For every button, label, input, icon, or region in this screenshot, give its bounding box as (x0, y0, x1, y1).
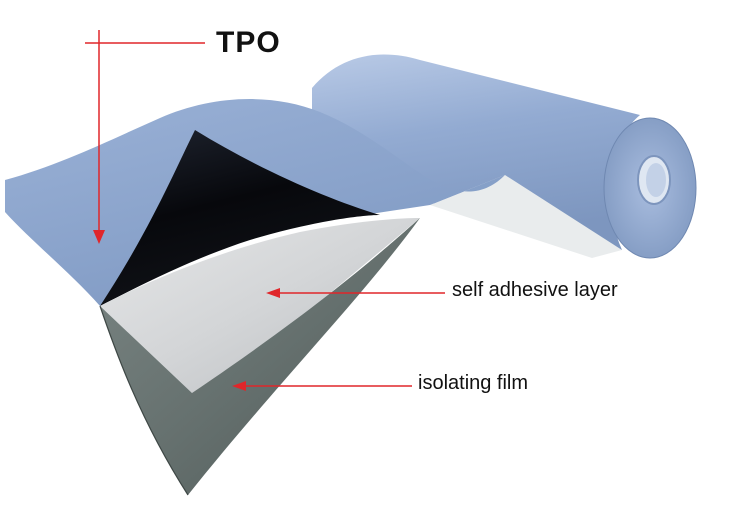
tpo-dark-underside (100, 130, 380, 306)
film-arrow-head (232, 381, 246, 391)
membrane-roll (312, 54, 697, 259)
isolating-film-edge (99, 305, 189, 496)
film-callout (232, 381, 412, 391)
roll-core-inner (646, 163, 666, 197)
tpo-arrow-head (93, 230, 105, 244)
adhesive-arrow-head (266, 288, 280, 298)
adhesive-callout (266, 288, 445, 298)
roll-underside-sheet (430, 175, 622, 258)
tpo-label: TPO (216, 26, 281, 59)
roll-body (312, 54, 640, 250)
isolating-film-label: isolating film (418, 372, 529, 394)
isolating-film-surface (100, 218, 420, 495)
self-adhesive-layer-surface (100, 218, 420, 393)
tpo-callout (85, 30, 205, 236)
self-adhesive-layer-label: self adhesive layer (452, 279, 618, 301)
